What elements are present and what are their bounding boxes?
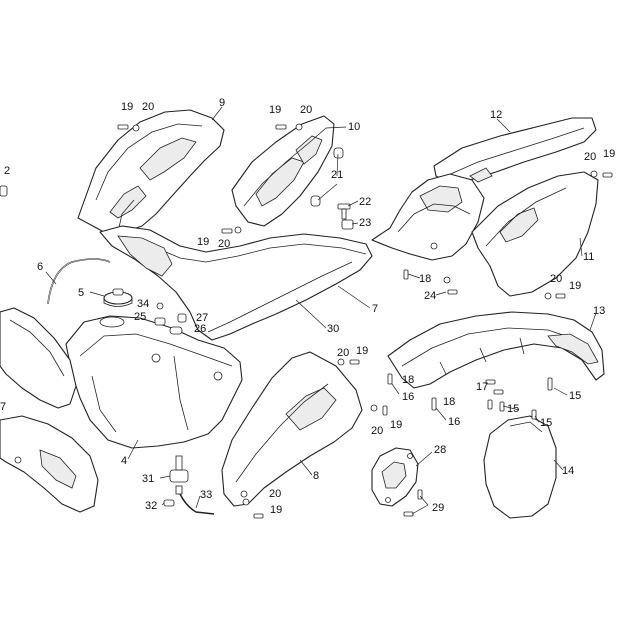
part-21-grommets xyxy=(310,147,344,207)
fasteners xyxy=(117,123,613,519)
callout-24: 24 xyxy=(424,290,436,302)
callout-2: 2 xyxy=(4,165,10,177)
part-25-26-27-34-fasteners xyxy=(154,302,187,335)
callout-26: 26 xyxy=(194,323,206,335)
callout-19a: 19 xyxy=(121,101,133,113)
callout-19h: 19 xyxy=(270,504,282,516)
callout-19f: 19 xyxy=(356,345,368,357)
callout-18c: 18 xyxy=(443,396,455,408)
callout-31: 31 xyxy=(142,473,154,485)
callout-20d: 20 xyxy=(584,151,596,163)
callout-29: 29 xyxy=(432,502,444,514)
callout-20a: 20 xyxy=(142,101,154,113)
callout-4: 4 xyxy=(121,455,127,467)
callout-20b: 20 xyxy=(300,104,312,116)
part-8-side-panel xyxy=(221,351,363,507)
callout-14: 14 xyxy=(562,465,574,477)
callout-19c: 19 xyxy=(197,236,209,248)
callout-7-partial: 7 xyxy=(0,401,6,413)
part-7-seat xyxy=(99,225,373,341)
callout-13: 13 xyxy=(593,305,605,317)
callout-22: 22 xyxy=(359,196,371,208)
part-28-sprocket-cover xyxy=(371,447,419,507)
callout-labels: 2 4 5 6 7 7 8 9 10 11 12 13 14 15 15 15 … xyxy=(0,97,615,516)
callout-8: 8 xyxy=(313,470,319,482)
part-33-fuel-hose xyxy=(179,493,215,515)
callout-19e: 19 xyxy=(569,280,581,292)
callout-33: 33 xyxy=(200,489,212,501)
callout-20h: 20 xyxy=(269,488,281,500)
callout-17: 17 xyxy=(476,381,488,393)
callout-25: 25 xyxy=(134,311,146,323)
callout-23: 23 xyxy=(359,217,371,229)
callout-21: 21 xyxy=(331,169,343,181)
callout-5: 5 xyxy=(78,287,84,299)
part-14-mudguard xyxy=(483,415,557,519)
callout-27: 27 xyxy=(196,312,208,324)
callout-15b: 15 xyxy=(507,403,519,415)
callout-9: 9 xyxy=(219,97,225,109)
callout-10: 10 xyxy=(348,121,360,133)
callout-28: 28 xyxy=(434,444,446,456)
part-9-side-panel xyxy=(77,109,225,233)
callout-16b: 16 xyxy=(448,416,460,428)
part-32-clip xyxy=(163,499,175,507)
callout-20e: 20 xyxy=(550,273,562,285)
callout-12: 12 xyxy=(490,109,502,121)
callout-7: 7 xyxy=(372,303,378,315)
part-31-fuel-tap xyxy=(169,455,189,495)
part-22-bolt xyxy=(337,203,351,220)
callout-15c: 15 xyxy=(540,417,552,429)
part-4-fuel-tank xyxy=(65,315,243,449)
leader-lines xyxy=(45,106,597,515)
callout-34: 34 xyxy=(137,298,149,310)
callout-20f: 20 xyxy=(337,347,349,359)
part-13-rear-fender-tail xyxy=(387,311,605,389)
callout-19d: 19 xyxy=(603,148,615,160)
callout-20c: 20 xyxy=(218,238,230,250)
part-5-fuel-cap xyxy=(103,288,133,307)
callout-16a: 16 xyxy=(402,391,414,403)
callout-18a: 18 xyxy=(419,273,431,285)
callout-15a: 15 xyxy=(569,390,581,402)
callout-11: 11 xyxy=(583,251,594,263)
callout-32: 32 xyxy=(145,500,157,512)
part-10-side-plate xyxy=(231,115,335,227)
left-radiator-shroud xyxy=(0,307,99,513)
part-23-spacer xyxy=(341,219,354,230)
callout-18b: 18 xyxy=(402,374,414,386)
callout-19b: 19 xyxy=(269,104,281,116)
part-11-number-plate xyxy=(471,171,599,297)
callout-6: 6 xyxy=(37,261,43,273)
part-12-rear-fender xyxy=(433,117,597,183)
part-2-bush xyxy=(0,185,8,197)
callout-20g: 20 xyxy=(371,425,383,437)
callout-30: 30 xyxy=(327,323,339,335)
callout-19g: 19 xyxy=(390,419,402,431)
rear-subframe-cover xyxy=(371,173,485,261)
